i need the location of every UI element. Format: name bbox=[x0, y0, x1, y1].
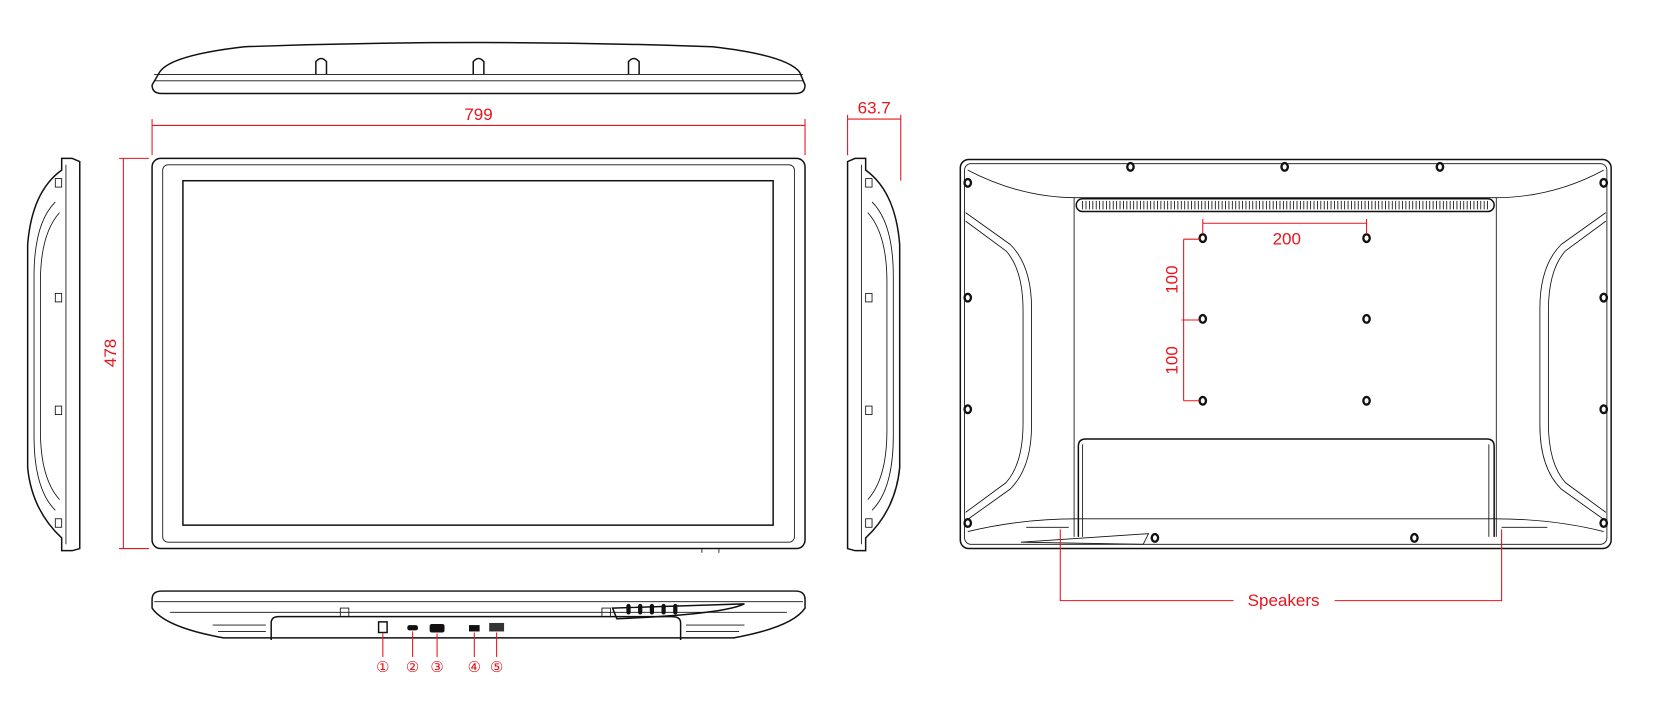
screw-hole bbox=[963, 177, 973, 188]
rs232-port bbox=[489, 622, 505, 632]
vesa-mount-hole bbox=[1362, 233, 1371, 244]
height-dimension: 478 bbox=[101, 157, 149, 550]
width-dimension: 799 bbox=[151, 105, 806, 156]
port-callout-2: ② bbox=[406, 658, 419, 676]
screw-hole bbox=[1280, 161, 1290, 172]
vesa-mount-hole bbox=[1362, 395, 1371, 406]
screw-hole bbox=[1435, 161, 1445, 172]
depth-label: 63.7 bbox=[858, 99, 891, 118]
screw-hole bbox=[1126, 161, 1135, 172]
bottom-view: ① ② ③ ④ ⑤ bbox=[151, 590, 806, 676]
vesa-vertical-lower-label: 100 bbox=[1162, 346, 1181, 374]
right-side-view bbox=[846, 157, 901, 552]
dc-power-port bbox=[377, 621, 388, 634]
screw-hole bbox=[963, 518, 973, 529]
vesa-horizontal-label: 200 bbox=[1273, 230, 1301, 249]
hdmi-port bbox=[407, 625, 418, 631]
depth-dimension: 63.7 bbox=[847, 99, 902, 181]
vesa-mount-hole bbox=[1362, 313, 1371, 324]
vesa-dimensions: 200 100 100 bbox=[1162, 218, 1368, 402]
back-view bbox=[959, 158, 1612, 550]
speakers-callout: Speakers bbox=[1059, 529, 1503, 610]
width-label: 799 bbox=[464, 105, 492, 124]
screw-hole bbox=[963, 404, 973, 415]
front-view bbox=[151, 157, 806, 553]
port-callout-3: ③ bbox=[430, 658, 443, 676]
height-label: 478 bbox=[101, 339, 120, 367]
vesa-mount-hole bbox=[1198, 395, 1208, 406]
vesa-mount-hole bbox=[1198, 313, 1208, 324]
screw-hole bbox=[1410, 532, 1419, 543]
vga-port bbox=[429, 624, 445, 633]
screw-hole bbox=[1599, 292, 1609, 303]
usb-port bbox=[468, 625, 480, 632]
left-side-view bbox=[26, 157, 81, 552]
vesa-mount-hole bbox=[1198, 233, 1208, 244]
vesa-vertical-upper-label: 100 bbox=[1162, 265, 1181, 293]
screw-hole bbox=[1599, 404, 1609, 415]
port-callout-5: ⑤ bbox=[490, 658, 503, 676]
speakers-label: Speakers bbox=[1248, 591, 1320, 610]
screw-hole bbox=[1599, 177, 1609, 188]
screw-hole bbox=[1150, 532, 1160, 543]
screw-hole bbox=[963, 292, 973, 303]
top-view bbox=[151, 41, 806, 95]
port-callout-4: ④ bbox=[468, 658, 481, 676]
port-callout-1: ① bbox=[376, 658, 389, 676]
screw-hole bbox=[1599, 518, 1609, 529]
vent-slots bbox=[1082, 200, 1488, 210]
